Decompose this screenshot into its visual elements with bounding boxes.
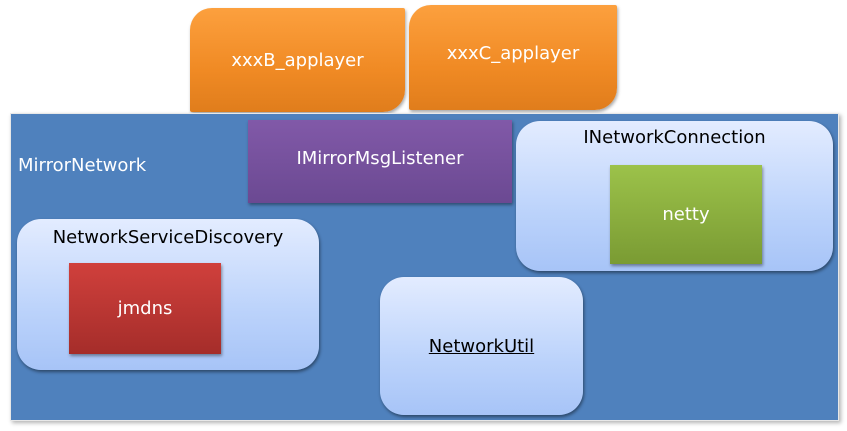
xxxc-applayer-label: xxxC_applayer	[446, 43, 580, 64]
jmdns-label: jmdns	[117, 298, 173, 319]
xxxb-applayer-box: xxxB_applayer	[190, 8, 405, 112]
xxxb-applayer-label: xxxB_applayer	[231, 49, 364, 71]
netty-label: netty	[662, 204, 710, 225]
imirror-msg-listener-box: IMirrorMsgListener	[248, 120, 512, 203]
inetwork-connection-container: INetworkConnection netty	[516, 121, 833, 271]
imirror-msg-listener-label: IMirrorMsgListener	[296, 148, 464, 169]
jmdns-box: jmdns	[69, 263, 221, 354]
network-util-label: NetworkUtil	[428, 335, 535, 357]
netty-box: netty	[610, 165, 762, 264]
mirror-network-label: MirrorNetwork	[18, 155, 147, 176]
network-service-discovery-title: NetworkServiceDiscovery	[52, 227, 284, 248]
network-service-discovery-container: NetworkServiceDiscovery jmdns	[17, 219, 319, 370]
xxxc-applayer-box: xxxC_applayer	[409, 5, 617, 110]
inetwork-connection-title: INetworkConnection	[583, 127, 766, 148]
network-util-box: NetworkUtil	[380, 277, 583, 415]
